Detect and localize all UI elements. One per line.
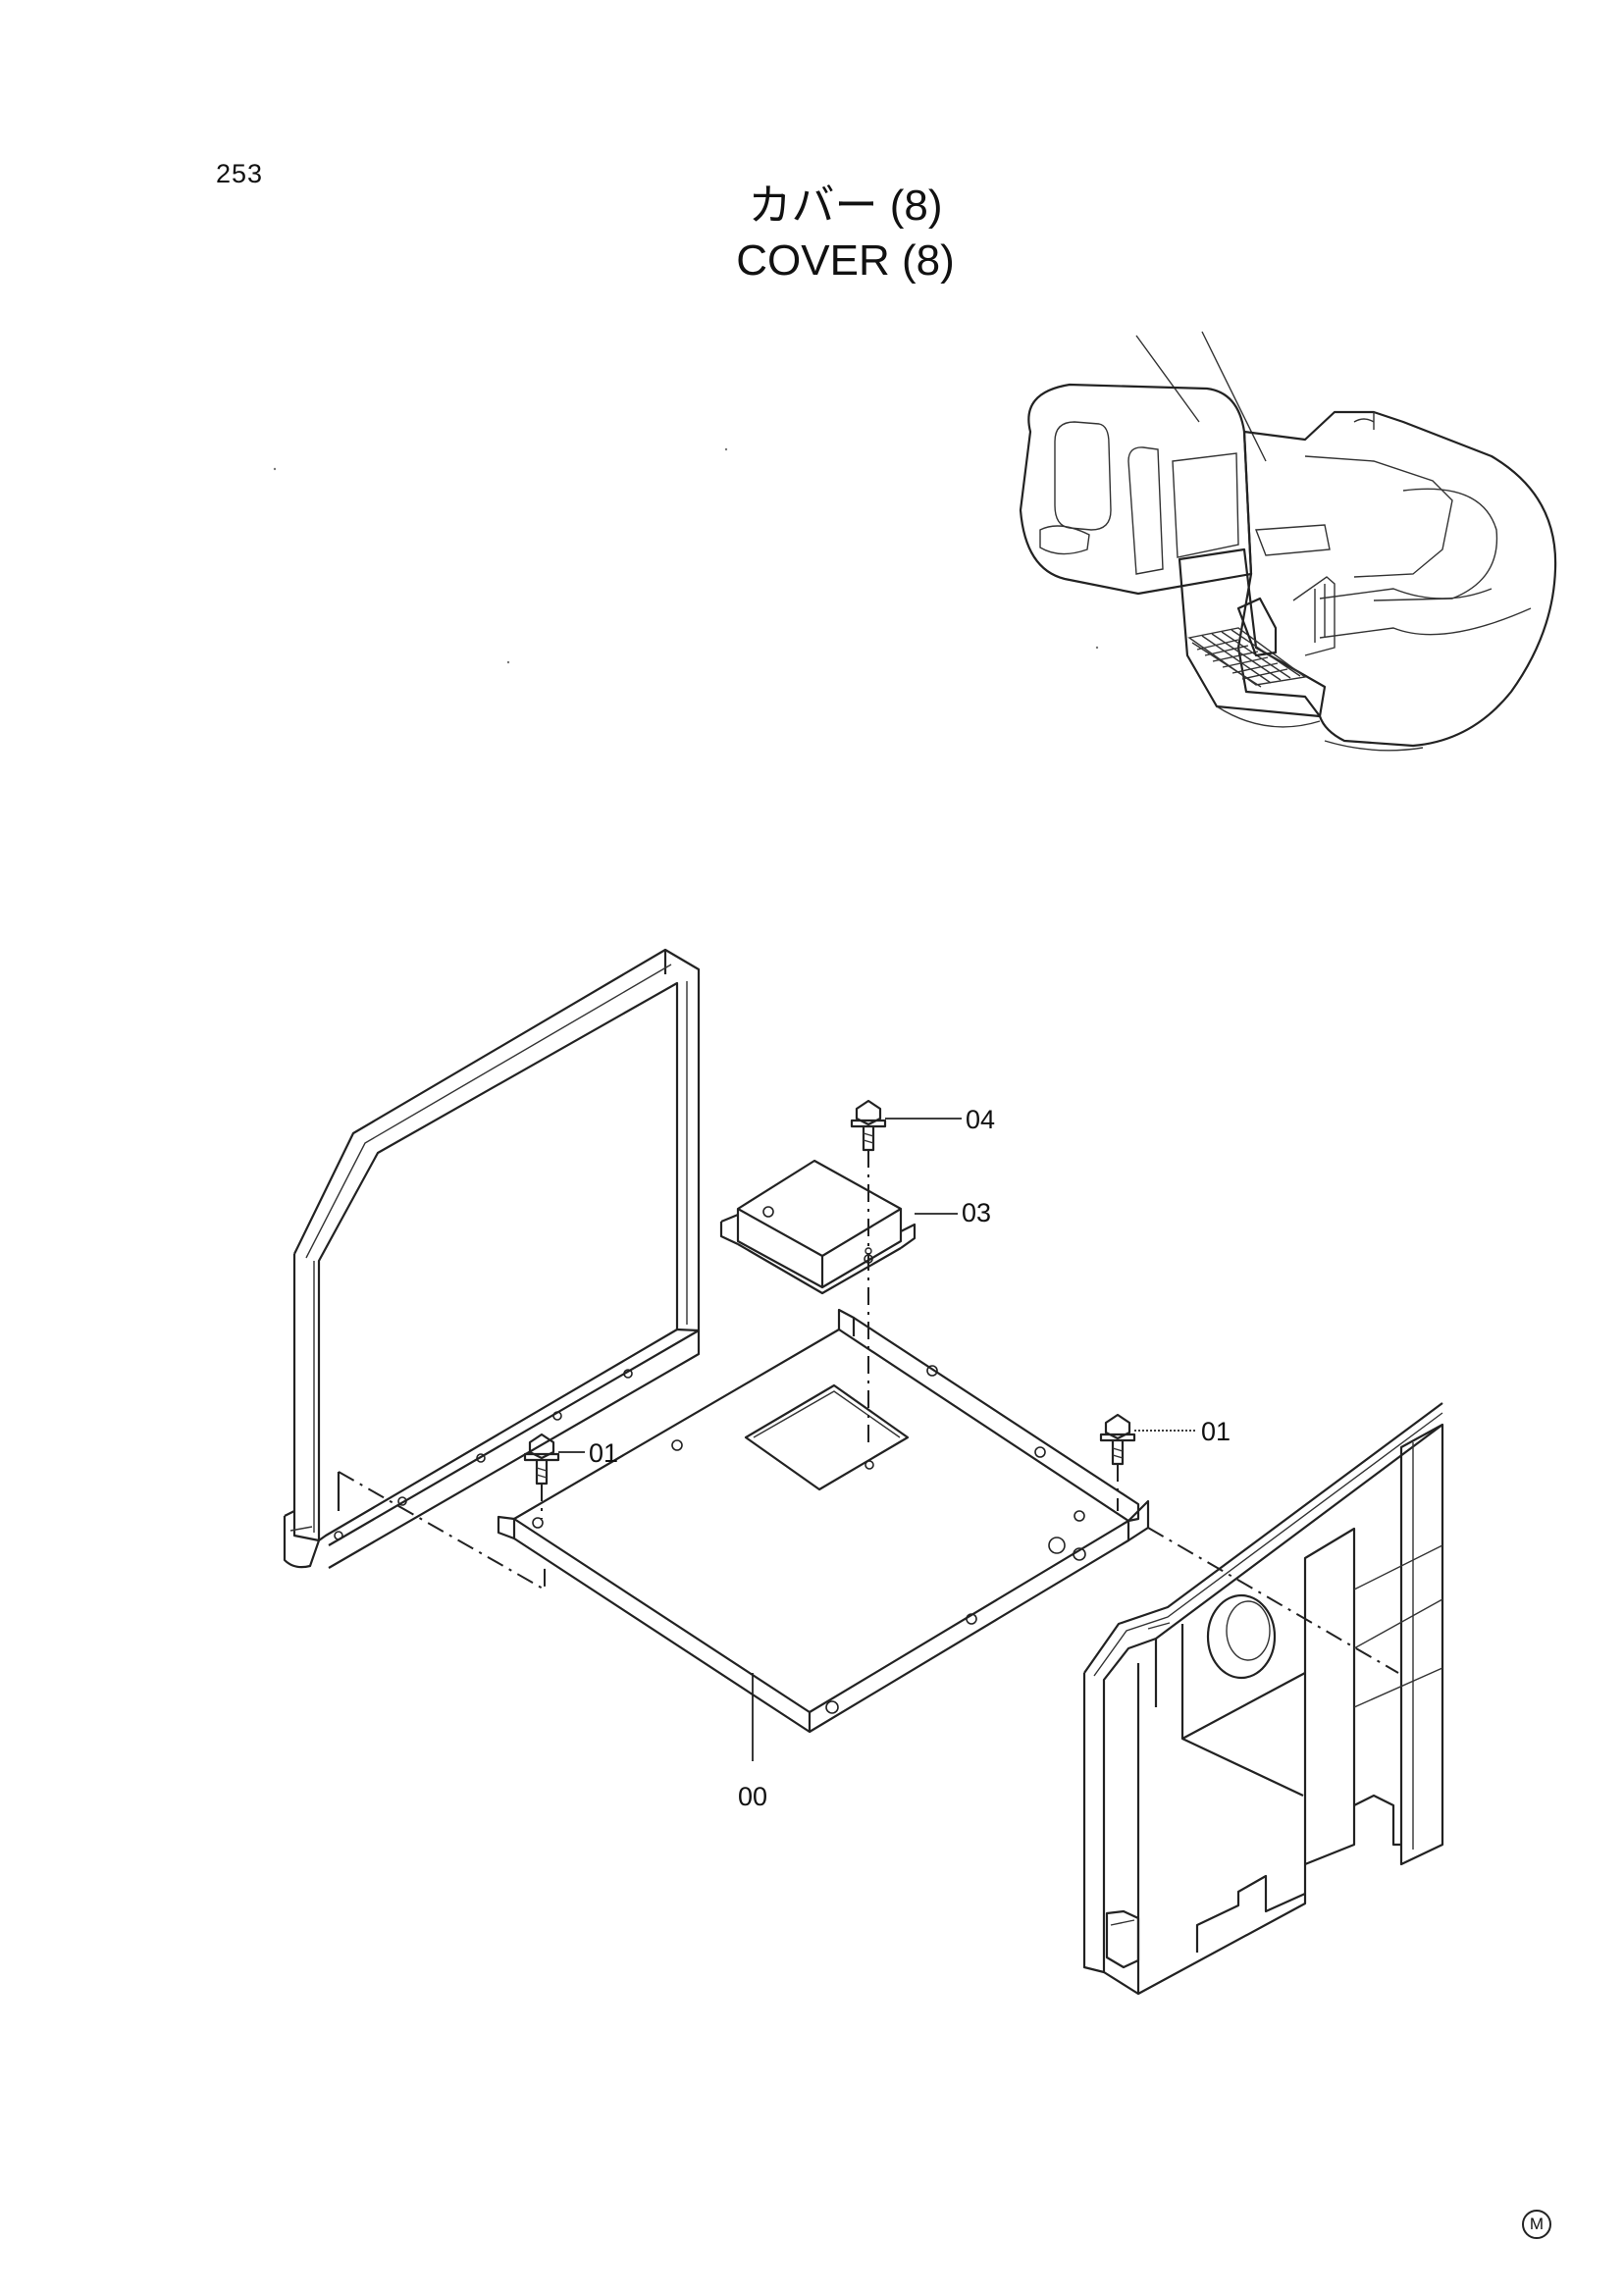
excavator-overview-sketch [273, 331, 1557, 752]
callout-00: 00 [738, 1782, 767, 1811]
bolt-01-right [1099, 1413, 1197, 1511]
bolt-01-left [523, 1433, 585, 1519]
page-number: 253 [216, 159, 264, 188]
control-box-03 [719, 1159, 917, 1295]
right-side-frame [1082, 1402, 1444, 1996]
bottom-plate-00 [497, 1308, 1150, 1761]
callout-03: 03 [962, 1198, 991, 1227]
title-japanese: カバー (8) [748, 182, 943, 230]
title-english: COVER (8) [736, 236, 955, 285]
left-side-frame [283, 948, 701, 1591]
callout-01-left: 01 [589, 1438, 618, 1468]
callout-04: 04 [966, 1105, 995, 1134]
title-block: カバー (8) COVER (8) [0, 179, 1624, 288]
m-mark-symbol: M [1522, 2210, 1551, 2239]
callout-01-right: 01 [1201, 1417, 1231, 1446]
bolt-04 [850, 1099, 962, 1442]
